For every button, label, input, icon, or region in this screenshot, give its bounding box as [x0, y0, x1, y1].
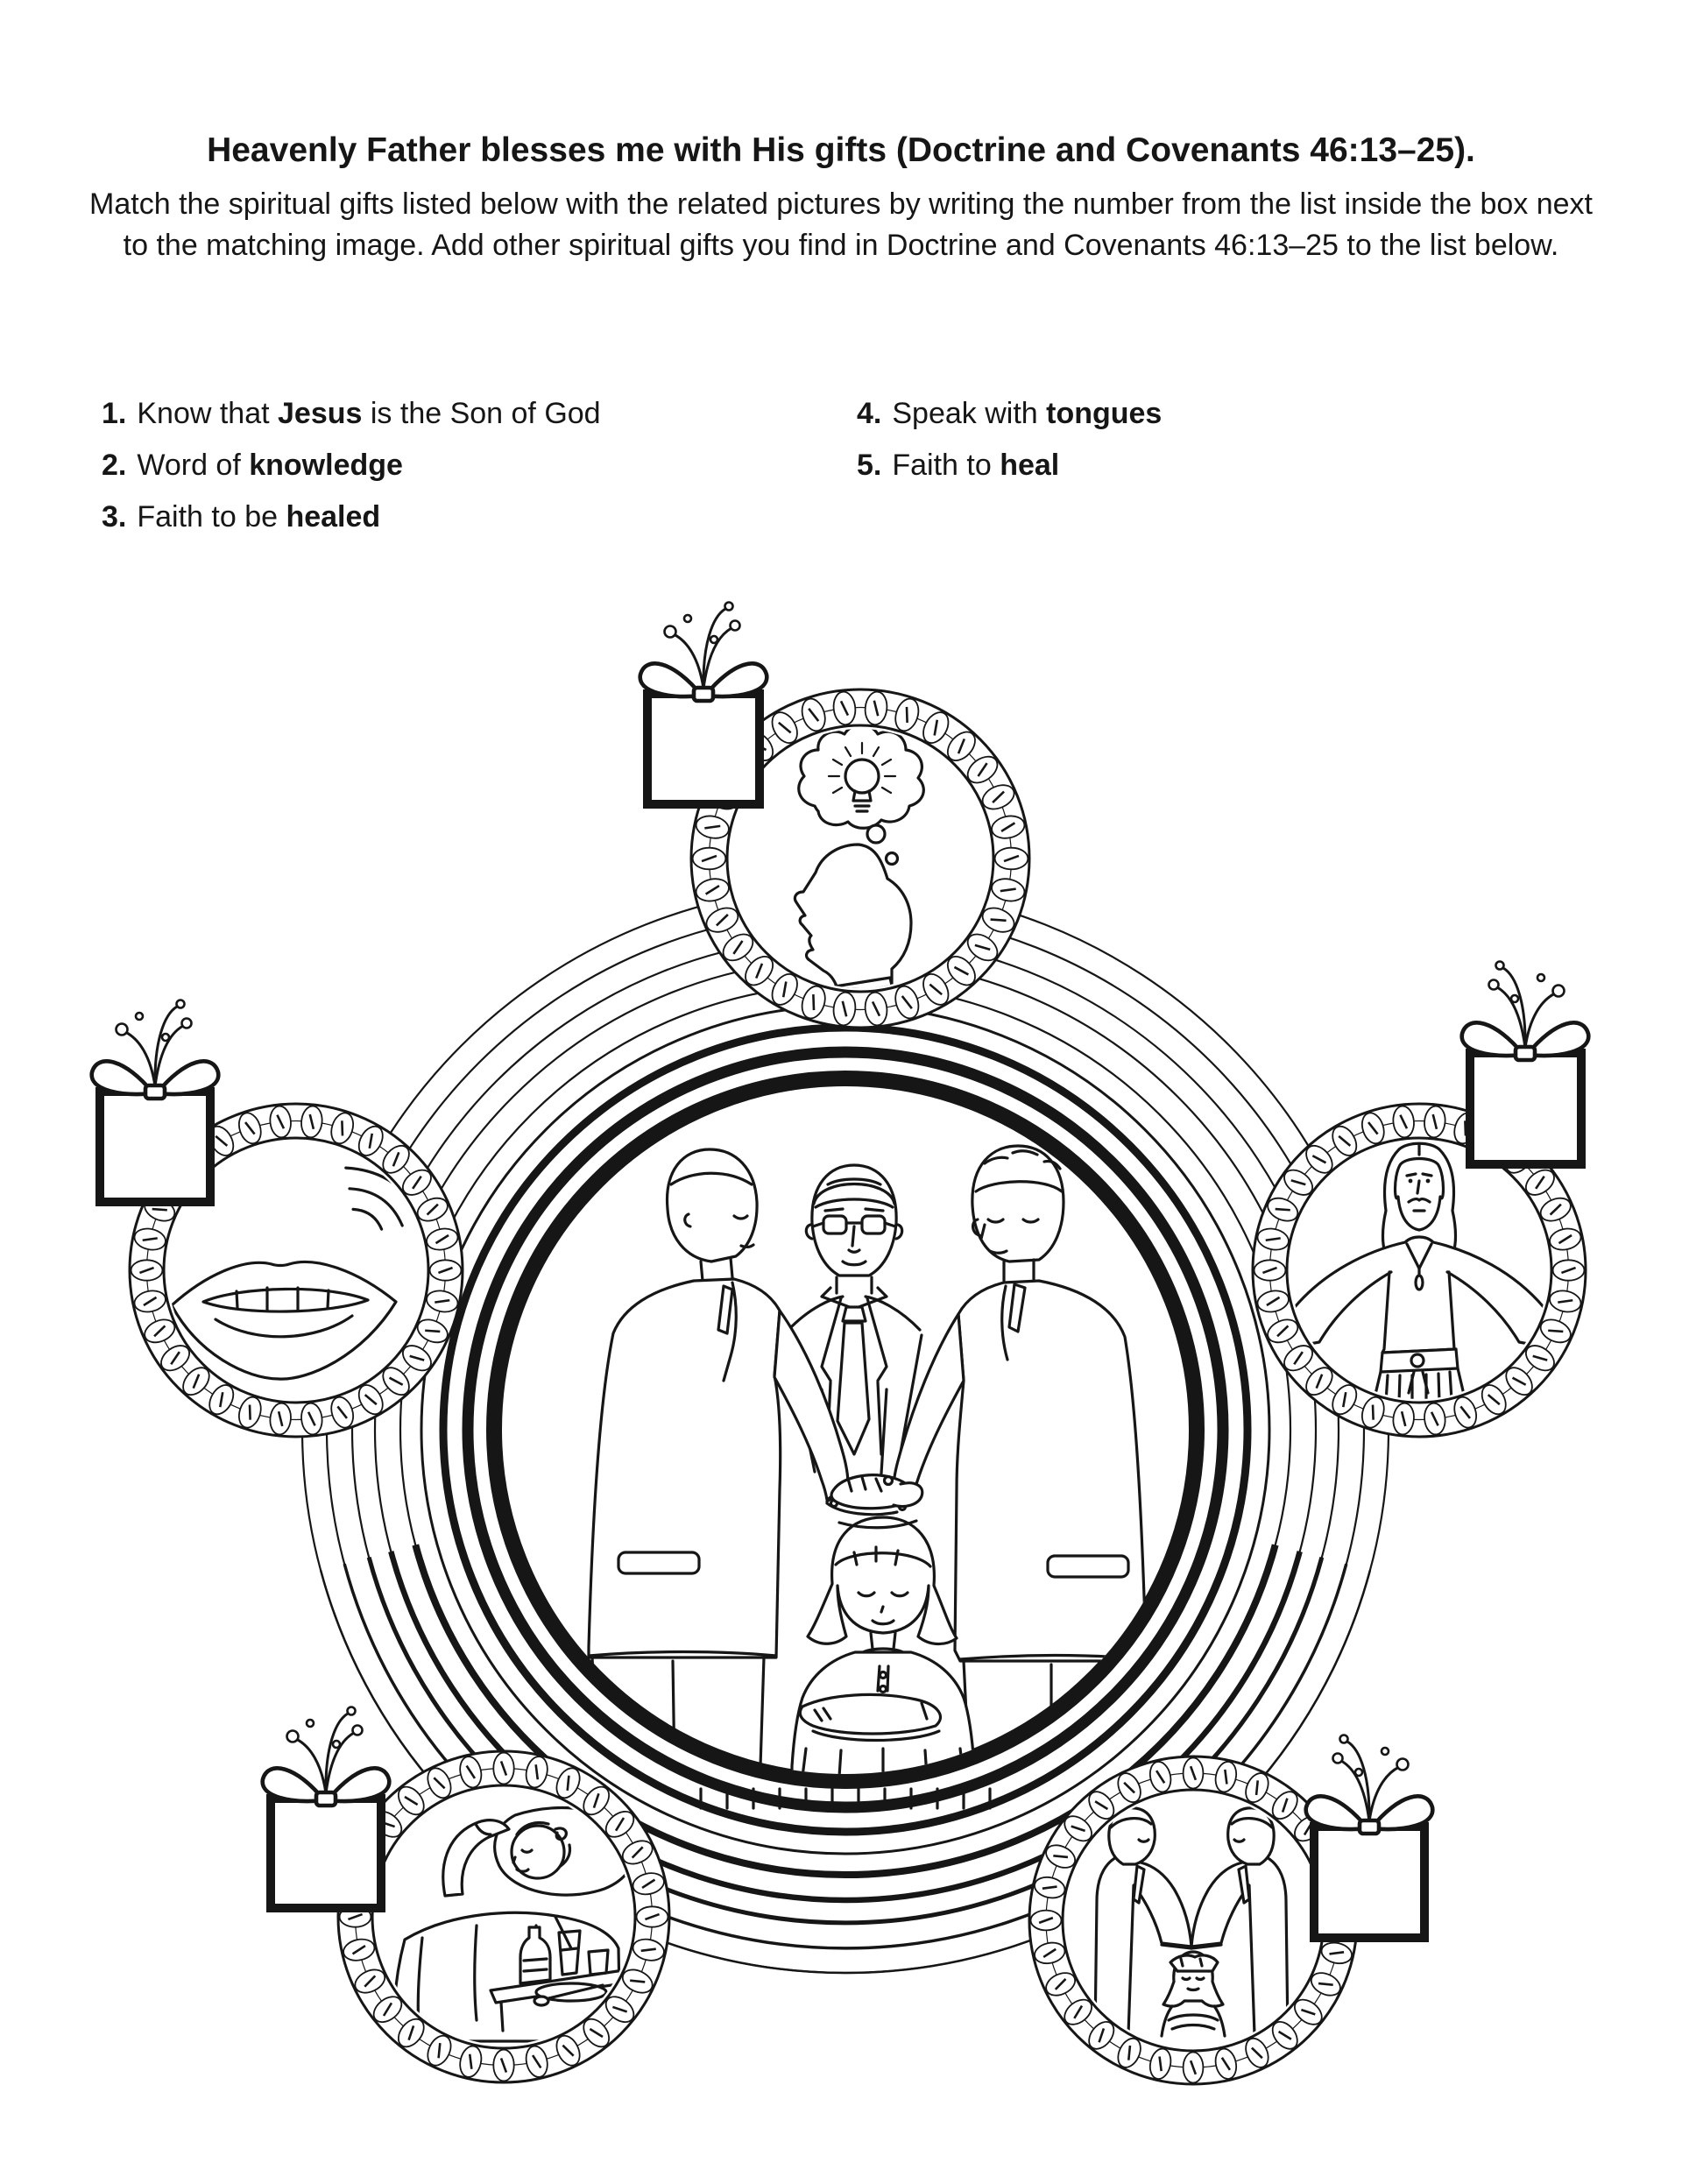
- list-item-3: 3.Faith to be healed: [102, 500, 381, 534]
- item-number: 3.: [102, 500, 127, 534]
- gift-box-bottom-left: [263, 1707, 390, 1912]
- list-item-1: 1.Know that Jesus is the Son of God: [102, 397, 601, 430]
- medallion-faith-to-be-healed: [336, 1749, 671, 2084]
- list-item-2: 2.Word of knowledge: [102, 449, 403, 482]
- gift-answer-boxes: [92, 603, 1589, 1942]
- medallion-faith-to-heal: [1028, 1755, 1359, 2086]
- blessing-child-icon: [1093, 1806, 1290, 2047]
- item-number: 1.: [102, 397, 127, 430]
- stacked-hands: [825, 1474, 924, 1530]
- page-title: Heavenly Father blesses me with His gift…: [207, 131, 1475, 170]
- spiritual-gifts-list-column-2: 4.Speak with tongues 5.Faith to heal: [857, 392, 1162, 496]
- item-number: 5.: [857, 449, 882, 482]
- thinking-head-lightbulb-icon: [793, 729, 925, 988]
- item-number: 2.: [102, 449, 127, 482]
- spiritual-gifts-list-column-1: 1.Know that Jesus is the Son of God 2.Wo…: [102, 392, 601, 548]
- answer-box-faith-to-be-healed[interactable]: [266, 1794, 385, 1912]
- gift-box-bottom-right: [1306, 1735, 1433, 1942]
- medallion-knowledge: [689, 688, 1031, 1029]
- answer-box-jesus[interactable]: [1466, 1049, 1586, 1169]
- gift-box-top: [640, 603, 767, 809]
- answer-box-faith-to-heal[interactable]: [1310, 1822, 1429, 1942]
- gift-box-left: [92, 1000, 219, 1206]
- item-number: 4.: [857, 397, 882, 430]
- lips-sound-waves-icon: [170, 1145, 425, 1381]
- answer-box-tongues[interactable]: [95, 1087, 215, 1206]
- answer-box-knowledge[interactable]: [643, 689, 764, 809]
- right-man: [892, 1144, 1148, 1774]
- gift-box-right: [1462, 962, 1589, 1169]
- central-blessing-scene: [414, 999, 1276, 1861]
- list-item-5: 5.Faith to heal: [857, 449, 1060, 482]
- list-item-4: 4.Speak with tongues: [857, 397, 1163, 430]
- skirt-fringe: [699, 1787, 992, 1810]
- jesus-icon: [1290, 1141, 1548, 1399]
- girl: [790, 1516, 976, 1774]
- center-man: [785, 1163, 923, 1477]
- instructions: Match the spiritual gifts listed below w…: [89, 187, 1593, 262]
- left-man: [587, 1148, 850, 1774]
